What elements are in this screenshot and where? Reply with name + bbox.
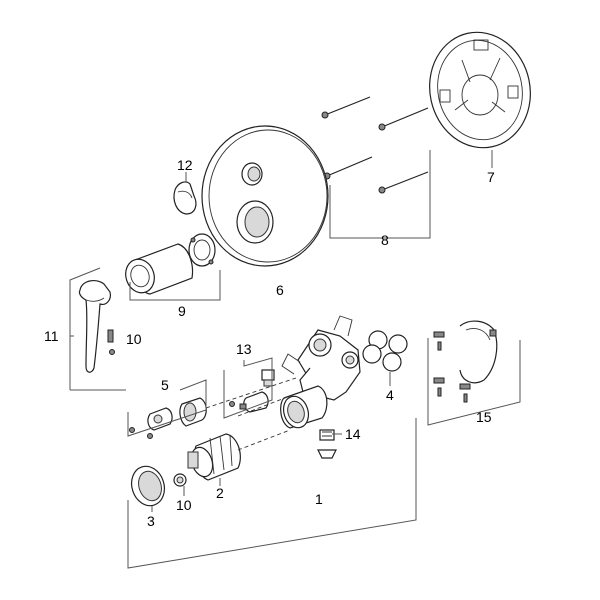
callout-13: 13 (236, 341, 252, 357)
lever-handle-part-11 (78, 280, 111, 373)
callout-8: 8 (381, 232, 389, 248)
cartridge-part-2 (187, 433, 241, 481)
callout-15: 15 (476, 409, 492, 425)
callout-1: 1 (315, 491, 323, 507)
callout-7: 7 (487, 169, 495, 185)
callout-12: 12 (177, 157, 193, 173)
valve-body-part-1 (280, 315, 361, 429)
callout-11: 11 (44, 328, 59, 344)
knob-part-12 (173, 181, 197, 215)
diverter-part-13 (229, 369, 275, 413)
callout-14: 14 (345, 426, 361, 442)
o-rings-part-4 (362, 330, 408, 372)
callout-10-lower: 10 (176, 497, 192, 513)
sleeve-part-9 (125, 233, 216, 295)
grub-screw-part-10-upper (107, 329, 115, 355)
callout-9: 9 (178, 303, 186, 319)
callout-6: 6 (276, 282, 284, 298)
small-cap-part-10-lower (173, 473, 187, 487)
callout-4: 4 (386, 387, 394, 403)
screws-part-8 (321, 96, 429, 194)
cover-ring-part-3 (130, 465, 166, 507)
cover-plate-part-6 (201, 125, 329, 267)
callout-2: 2 (216, 485, 224, 501)
bracket-part-15 (433, 320, 498, 403)
callout-10-upper: 10 (126, 331, 142, 347)
mounting-plate-part-7 (429, 31, 531, 149)
filter-part-14 (317, 429, 337, 459)
callout-5: 5 (161, 377, 169, 393)
check-valve-part-5 (129, 397, 207, 439)
callout-3: 3 (147, 513, 155, 529)
